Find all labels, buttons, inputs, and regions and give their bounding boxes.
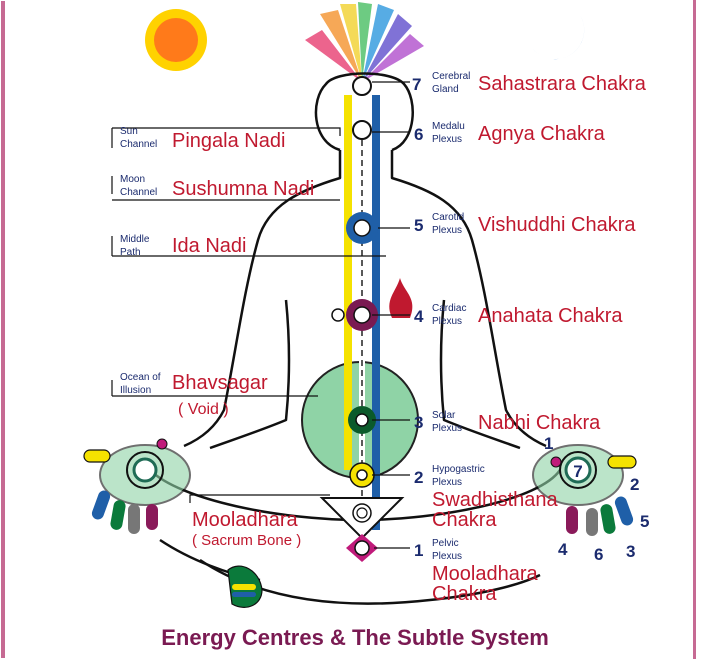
channel-small-label: Moon	[120, 174, 145, 185]
plexus-label: Gland	[432, 84, 459, 95]
channel-label-pingala: Sun Channel Pingala Nadi	[120, 126, 285, 152]
left-hand-icon	[83, 438, 191, 534]
plexus-label: Plexus	[432, 477, 462, 488]
chakra-number: 5	[414, 216, 423, 235]
vishuddhi-chakra-symbol	[346, 212, 378, 244]
finger-number-4: 4	[558, 540, 568, 559]
right-border	[693, 0, 696, 659]
chakra-label-6: 6 Medalu Plexus Agnya Chakra	[414, 121, 606, 145]
channel-small-label: Path	[120, 247, 141, 258]
finger-number-1: 1	[544, 434, 553, 453]
swadhisthana-chakra-symbol	[349, 462, 375, 488]
left-border	[1, 1, 5, 658]
chakra-number: 7	[412, 75, 421, 94]
mooladhara-left-label: Mooladhara ( Sacrum Bone )	[192, 509, 301, 549]
chakra-name: Sahastrara Chakra	[478, 73, 647, 95]
chakra-number: 1	[414, 541, 423, 560]
crown-rays-icon	[305, 2, 424, 82]
plexus-label: Plexus	[432, 225, 462, 236]
channel-small-label: Ocean of	[120, 372, 161, 383]
nabhi-chakra-symbol	[348, 406, 376, 434]
chakra-name: Agnya Chakra	[478, 123, 606, 145]
finger-number-2: 2	[630, 475, 639, 494]
sun-icon	[145, 9, 207, 71]
chakra-label-5: 5 Carotid Plexus Vishuddhi Chakra	[414, 212, 636, 236]
plexus-label: Plexus	[432, 551, 462, 562]
chakra-number: 6	[414, 125, 423, 144]
mooladhara-chakra-symbol	[346, 534, 378, 562]
sahastrara-chakra-symbol	[352, 76, 372, 96]
chakra-number: 4	[414, 307, 424, 326]
plexus-label: Medalu	[432, 121, 465, 132]
plexus-label: Plexus	[432, 316, 462, 327]
chakra-label-7: 7 Cerebral Gland Sahastrara Chakra	[412, 71, 647, 95]
chakra-name: Anahata Chakra	[478, 305, 623, 327]
chakra-number: 2	[414, 468, 423, 487]
chakra-name: Mooladhara	[432, 563, 539, 585]
channel-small-label: Sun	[120, 126, 138, 137]
chakra-name: Nabhi Chakra	[478, 412, 601, 434]
channel-small-label: Channel	[120, 139, 157, 150]
chakra-number: 3	[414, 413, 423, 432]
chakra-label-4: 4 Cardiac Plexus Anahata Chakra	[414, 303, 623, 327]
moon-icon	[532, 12, 585, 60]
plexus-label: Cardiac	[432, 303, 466, 314]
channel-sub-label: ( Void )	[178, 401, 229, 418]
right-hand-icon: 7 1 2 3 4 5 6	[532, 434, 649, 564]
channel-small-label: Middle	[120, 234, 150, 245]
chakra-label-1: 1 Pelvic Plexus Mooladhara Chakra	[414, 538, 539, 605]
channel-name: Pingala Nadi	[172, 130, 285, 152]
chakra-name: Chakra	[432, 583, 497, 605]
channel-label-sushumna: Moon Channel Sushumna Nadi	[120, 174, 314, 200]
plexus-label: Carotid	[432, 212, 464, 223]
channel-name: Sushumna Nadi	[172, 178, 314, 200]
body-outline	[149, 72, 562, 605]
hand-center-number: 7	[573, 462, 582, 481]
finger-number-6: 6	[594, 545, 603, 564]
chakra-name: Vishuddhi Chakra	[478, 214, 636, 236]
foot-icon	[227, 565, 263, 608]
leader-lines-left	[111, 127, 386, 503]
leader-lines-right	[372, 81, 410, 549]
page-title: Energy Centres & The Subtle System	[161, 625, 549, 650]
channel-label-bhavsagar: Ocean of Illusion Bhavsagar ( Void )	[120, 372, 268, 418]
chakra-label-2: 2 Hypogastric Plexus Swadhisthana Chakra	[414, 464, 559, 531]
channel-label-ida: Middle Path Ida Nadi	[120, 234, 247, 258]
agnya-chakra-symbol	[352, 120, 372, 140]
channel-small-label: Channel	[120, 187, 157, 198]
plexus-label: Plexus	[432, 134, 462, 145]
mooladhara-name: Mooladhara	[192, 509, 299, 531]
finger-number-5: 5	[640, 512, 649, 531]
plexus-label: Hypogastric	[432, 464, 485, 475]
anahata-chakra-symbol	[331, 278, 413, 331]
plexus-label: Pelvic	[432, 538, 459, 549]
chakra-name: Chakra	[432, 509, 497, 531]
plexus-label: Cerebral	[432, 71, 470, 82]
plexus-label: Plexus	[432, 423, 462, 434]
plexus-label: Solar	[432, 410, 456, 421]
channel-name: Bhavsagar	[172, 372, 268, 394]
channel-name: Ida Nadi	[172, 235, 247, 257]
kundalini-triangle	[319, 497, 405, 540]
chakra-name: Swadhisthana	[432, 489, 559, 511]
channel-small-label: Illusion	[120, 385, 151, 396]
finger-number-3: 3	[626, 542, 635, 561]
chakra-label-3: 3 Solar Plexus Nabhi Chakra	[414, 410, 601, 434]
mooladhara-sub: ( Sacrum Bone )	[192, 532, 301, 549]
